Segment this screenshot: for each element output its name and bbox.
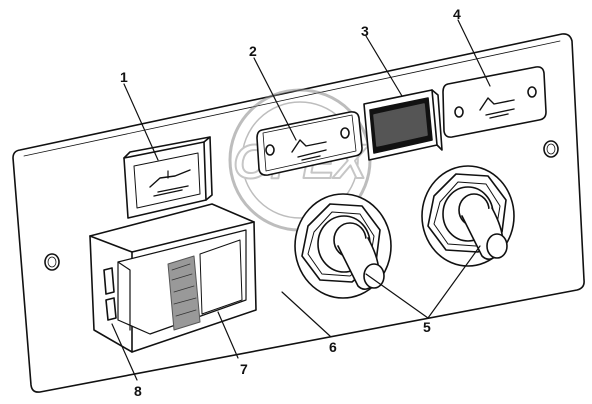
callout-6: 6: [329, 339, 337, 355]
callout-5: 5: [423, 319, 431, 335]
indicator-lamp-4: [442, 66, 547, 138]
callout-2: 2: [249, 43, 257, 59]
callout-labels: 1 2 3 4 5 6 7 8: [120, 6, 461, 399]
mounting-plate: [12, 33, 585, 393]
rocker-switch-7: [89, 203, 257, 353]
indicator-lamp-1: [123, 136, 213, 219]
mounting-hole-right: [543, 140, 559, 158]
indicator-lamp-2: [256, 111, 363, 176]
blank-switch-3: [363, 89, 443, 161]
callout-3: 3: [361, 23, 369, 39]
connector-8: [103, 267, 117, 321]
callout-4: 4: [453, 6, 461, 22]
callout-1: 1: [120, 69, 128, 85]
callout-8: 8: [134, 383, 142, 399]
push-button-5-right: [421, 165, 515, 267]
push-button-5-left: [294, 193, 392, 299]
leader-lines: [111, 19, 491, 381]
callout-7: 7: [240, 361, 248, 377]
mounting-hole-left: [44, 253, 60, 271]
